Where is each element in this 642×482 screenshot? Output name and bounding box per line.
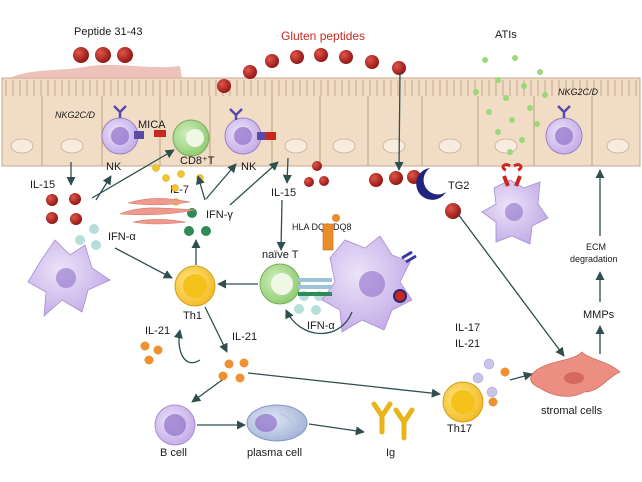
nkg2cd-right-label: NKG2C/D: [558, 87, 599, 97]
brush-border: [5, 80, 637, 96]
il21-right-label: IL-21: [455, 338, 480, 350]
plasma-label: plasma cell: [247, 447, 302, 459]
tg2-free-gluten: [445, 203, 461, 219]
ati-dots: [473, 55, 548, 155]
th1-label: Th1: [183, 310, 202, 322]
ifn-gamma-dots: [184, 208, 211, 236]
dendritic-cell-left: [27, 239, 111, 317]
nk-left-label: NK: [106, 161, 122, 173]
il21-left-label: IL-21: [145, 325, 170, 337]
il21-dots-mid: [218, 358, 249, 383]
nk-cell-left: [101, 105, 144, 155]
plasma-cell: [246, 404, 308, 442]
th17-cell: [442, 381, 484, 423]
stromal-fibers: [119, 198, 196, 225]
il21-mid-label: IL-21: [232, 331, 257, 343]
il17-dots: [472, 358, 498, 398]
il15-mid-label: IL-15: [271, 187, 296, 199]
peptide-dots: [73, 47, 133, 63]
tg2-gluten-chain: [369, 170, 421, 187]
gluten-label: Gluten peptides: [281, 29, 365, 43]
atis-label: ATIs: [495, 29, 517, 41]
gluten-dots: [217, 48, 406, 93]
il17-label: IL-17: [455, 322, 480, 334]
th17-label: Th17: [447, 423, 472, 435]
cd8-t-cell: [172, 119, 210, 157]
ifn-alpha-dots-left: [75, 224, 101, 250]
cd8t-label: CD8⁺T: [180, 155, 215, 167]
immunoglobulin: [371, 401, 415, 441]
ecm-label-1: ECM: [586, 242, 606, 252]
ifn-alpha-apc-label: IFN-α: [307, 320, 335, 332]
il15-dots-mid: [304, 161, 329, 187]
arrows: [66, 71, 605, 436]
hla-label: HLA DQ2-DQ8: [292, 222, 352, 232]
antigen-presenting-cell: [298, 214, 417, 333]
nk-right-label: NK: [241, 161, 257, 173]
mmps-label: MMPs: [583, 309, 615, 321]
nk-cell-right: [545, 105, 583, 155]
il21-dots-right: [488, 367, 510, 407]
stromal-label: stromal cells: [541, 405, 603, 417]
tg2-label: TG2: [448, 180, 469, 192]
b-cell: [154, 404, 196, 446]
nkg2cd-left-label: NKG2C/D: [55, 110, 96, 120]
bcell-label: B cell: [160, 447, 187, 459]
stromal-cell: [530, 351, 621, 397]
ifn-alpha-left-label: IFN-α: [108, 231, 136, 243]
ig-label: Ig: [386, 447, 395, 459]
nk-cell-mid: [224, 108, 276, 155]
naive-t-label: naïve T: [262, 249, 299, 261]
naive-t-cell: [259, 263, 301, 305]
epithelium-layer: [1, 64, 641, 167]
tg2-enzyme: [416, 168, 446, 200]
il21-dots-left: [140, 341, 163, 365]
il15-left-label: IL-15: [30, 179, 55, 191]
mica-receptor: [154, 130, 166, 137]
th1-cell: [174, 265, 216, 307]
peptide-label: Peptide 31-43: [74, 26, 143, 38]
ecm-label-2: degradation: [570, 254, 618, 264]
il15-dots-left: [46, 193, 82, 225]
dendritic-cell-right: [481, 163, 549, 245]
ifn-gamma-label: IFN-γ: [206, 209, 233, 221]
mica-label: MICA: [138, 119, 166, 131]
